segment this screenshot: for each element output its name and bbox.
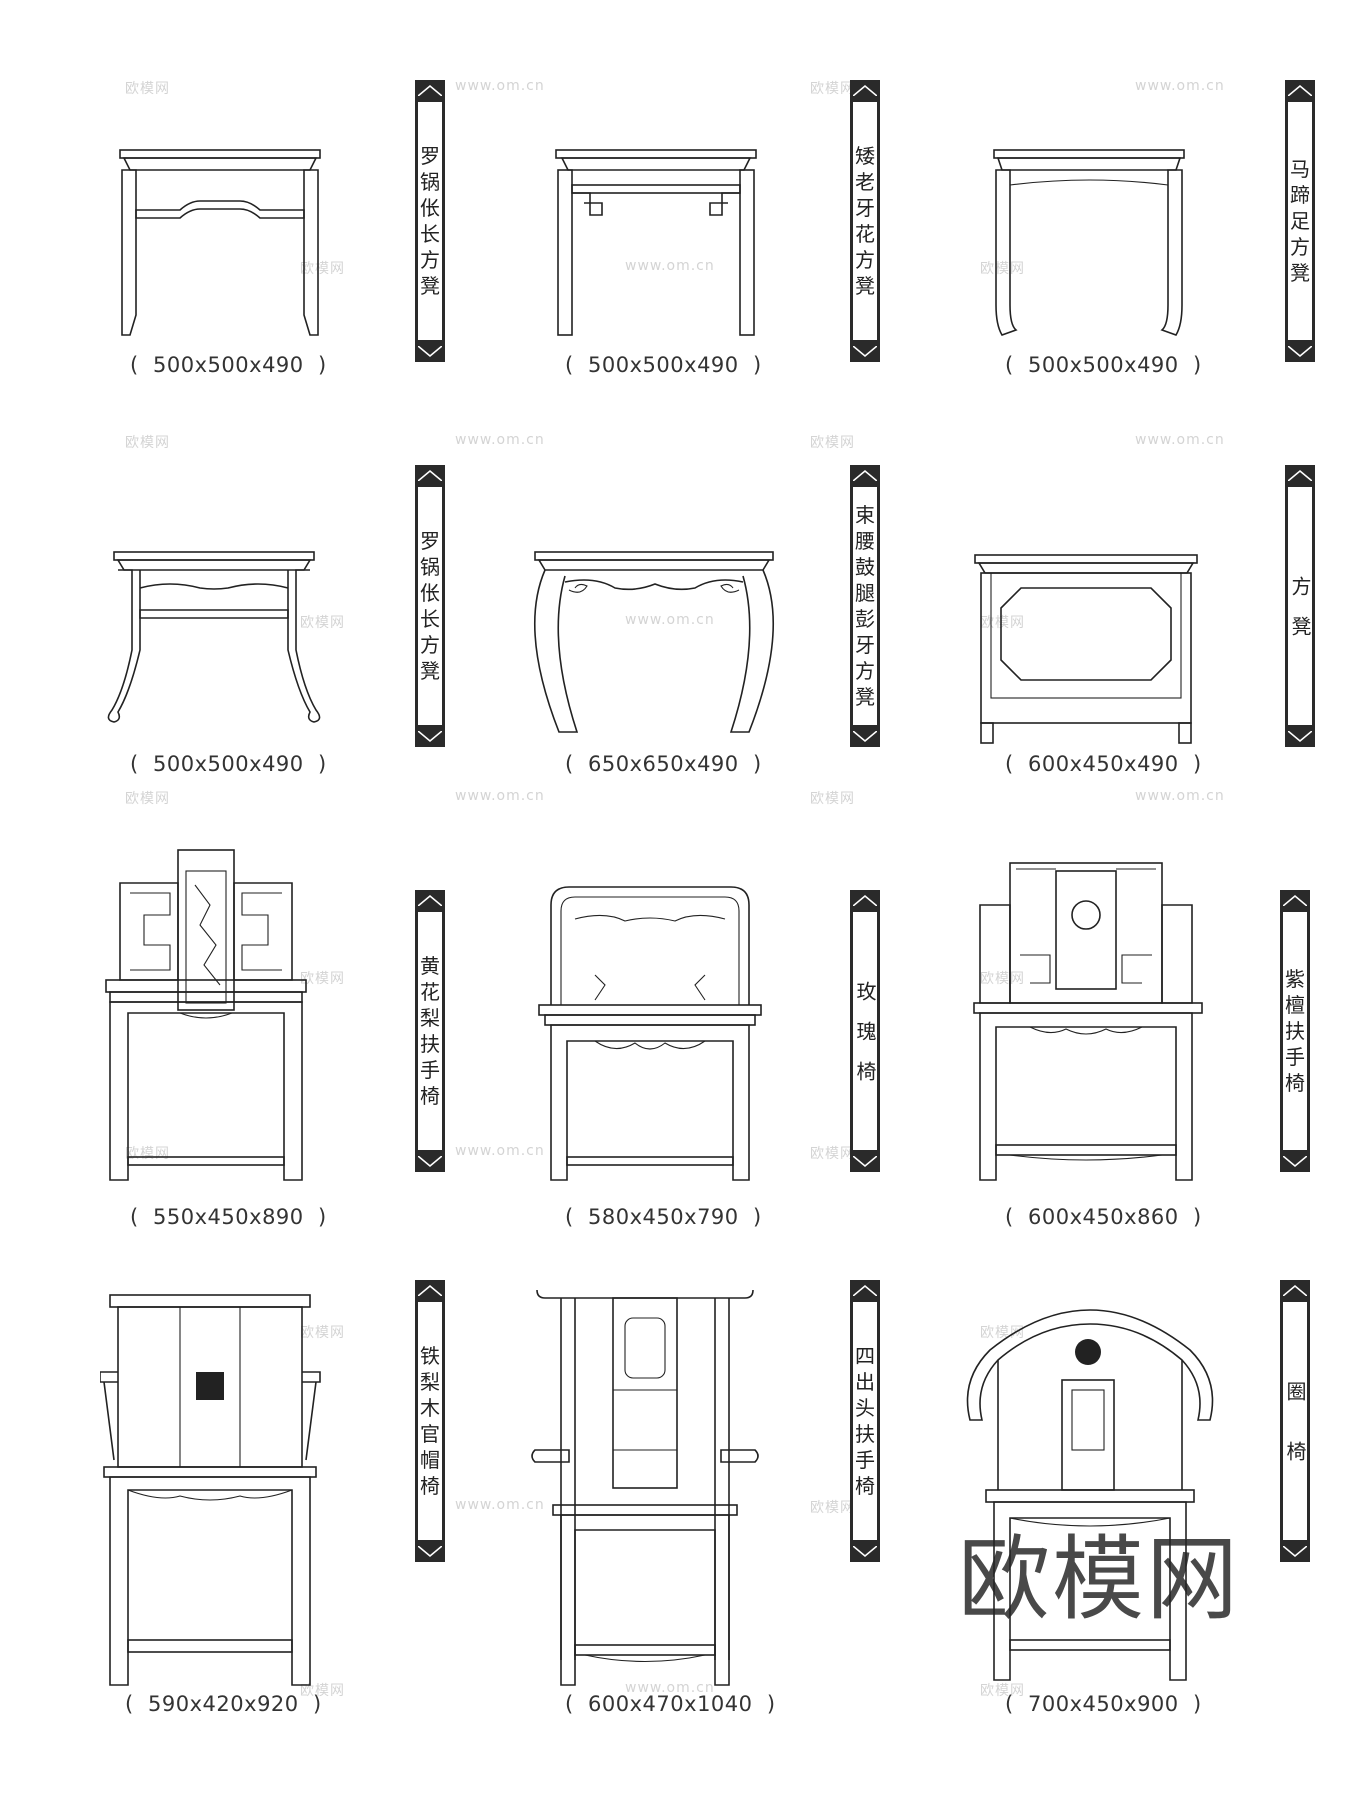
item-name: 束腰鼓腿彭牙方凳 bbox=[855, 503, 875, 709]
item-name: 罗锅伥长方凳 bbox=[420, 529, 440, 683]
watermark-url: www.om.cn bbox=[1135, 432, 1225, 448]
name-plate: 方 凳 bbox=[1285, 465, 1315, 747]
name-plate: 紫檀扶手椅 bbox=[1280, 890, 1310, 1172]
item-dimensions: ( 500x500x490 ) bbox=[565, 353, 762, 377]
furniture-item-7: 黄花梨扶手椅 ( 550x450x890 ) bbox=[100, 845, 520, 1229]
watermark-brand: 欧模网 bbox=[810, 791, 855, 807]
stool-drawing bbox=[993, 149, 1185, 336]
armchair-drawing bbox=[105, 849, 307, 1181]
official-hat-chair-drawing bbox=[100, 1294, 321, 1686]
item-name: 圈 椅 bbox=[1283, 1381, 1307, 1461]
item-dimensions: ( 600x450x860 ) bbox=[1005, 1205, 1202, 1229]
stool-drawing bbox=[107, 551, 321, 723]
watermark-brand: 欧模网 bbox=[810, 1146, 855, 1162]
watermark-url: www.om.cn bbox=[455, 78, 545, 94]
item-dimensions: ( 600x470x1040 ) bbox=[565, 1692, 776, 1716]
item-dimensions: ( 700x450x900 ) bbox=[1005, 1692, 1202, 1716]
item-dimensions: ( 650x650x490 ) bbox=[565, 752, 762, 776]
watermark-brand: 欧模网 bbox=[810, 81, 855, 97]
stool-drawing bbox=[119, 149, 321, 336]
item-dimensions: ( 590x420x920 ) bbox=[125, 1692, 322, 1716]
watermark-brand: 欧模网 bbox=[300, 261, 345, 277]
zitan-armchair-drawing bbox=[973, 862, 1203, 1181]
watermark-url: www.om.cn bbox=[625, 258, 715, 274]
furniture-item-8: 玫 瑰 椅 ( 580x450x790 ) bbox=[535, 845, 955, 1229]
watermark-brand: 欧模网 bbox=[300, 615, 345, 631]
rose-chair-drawing bbox=[538, 886, 762, 1181]
name-plate: 束腰鼓腿彭牙方凳 bbox=[850, 465, 880, 747]
furniture-item-10: 铁梨木官帽椅 ( 590x420x920 ) bbox=[100, 1280, 520, 1716]
watermark-brand: 欧模网 bbox=[980, 261, 1025, 277]
watermark-brand-large: 欧模网 bbox=[958, 1526, 1241, 1633]
item-dimensions: ( 500x500x490 ) bbox=[130, 752, 327, 776]
furniture-item-9: 紫檀扶手椅 ( 600x450x860 ) bbox=[970, 845, 1365, 1229]
item-name: 四出头扶手椅 bbox=[855, 1344, 875, 1498]
watermark-brand: 欧模网 bbox=[125, 81, 170, 97]
watermark-brand: 欧模网 bbox=[980, 1683, 1025, 1699]
name-plate: 矮老牙花方凳 bbox=[850, 80, 880, 362]
item-name: 罗锅伥长方凳 bbox=[420, 144, 440, 298]
item-dimensions: ( 500x500x490 ) bbox=[1005, 353, 1202, 377]
name-plate: 罗锅伥长方凳 bbox=[415, 80, 445, 362]
watermark-brand: 欧模网 bbox=[980, 971, 1025, 987]
watermark-url: www.om.cn bbox=[455, 788, 545, 804]
name-plate: 玫 瑰 椅 bbox=[850, 890, 880, 1172]
watermark-brand: 欧模网 bbox=[300, 971, 345, 987]
watermark-url: www.om.cn bbox=[625, 612, 715, 628]
name-plate: 圈 椅 bbox=[1280, 1280, 1310, 1562]
furniture-item-2: 矮老牙花方凳 ( 500x500x490 ) bbox=[540, 75, 960, 395]
item-name: 矮老牙花方凳 bbox=[855, 144, 875, 298]
item-name: 马蹄足方凳 bbox=[1290, 157, 1310, 285]
furniture-item-1: 罗锅伥长方凳 ( 500x500x490 ) bbox=[100, 75, 520, 395]
name-plate: 罗锅伥长方凳 bbox=[415, 465, 445, 747]
furniture-item-4: 罗锅伥长方凳 ( 500x500x490 ) bbox=[100, 465, 520, 790]
watermark-brand: 欧模网 bbox=[125, 791, 170, 807]
stool-drawing bbox=[555, 149, 757, 336]
four-protruding-chair-drawing bbox=[531, 1290, 759, 1686]
square-stool-drawing bbox=[974, 554, 1198, 744]
watermark-brand: 欧模网 bbox=[810, 1500, 855, 1516]
item-dimensions: ( 500x500x490 ) bbox=[130, 353, 327, 377]
watermark-brand: 欧模网 bbox=[980, 1325, 1025, 1341]
watermark-url: www.om.cn bbox=[455, 1143, 545, 1159]
name-plate: 马蹄足方凳 bbox=[1285, 80, 1315, 362]
item-name: 玫 瑰 椅 bbox=[853, 981, 877, 1081]
round-armchair-drawing bbox=[966, 1309, 1214, 1681]
furniture-item-12: 圈 椅 ( 700x450x900 ) bbox=[950, 1280, 1365, 1716]
name-plate: 铁梨木官帽椅 bbox=[415, 1280, 445, 1562]
furniture-item-6: 方 凳 ( 600x450x490 ) bbox=[965, 465, 1365, 790]
watermark-url: www.om.cn bbox=[455, 432, 545, 448]
item-name: 方 凳 bbox=[1288, 576, 1312, 636]
item-dimensions: ( 550x450x890 ) bbox=[130, 1205, 327, 1229]
watermark-url: www.om.cn bbox=[1135, 78, 1225, 94]
watermark-brand: 欧模网 bbox=[300, 1683, 345, 1699]
item-dimensions: ( 580x450x790 ) bbox=[565, 1205, 762, 1229]
furniture-item-3: 马蹄足方凳 ( 500x500x490 ) bbox=[980, 75, 1365, 395]
furniture-item-11: 四出头扶手椅 ( 600x470x1040 ) bbox=[525, 1280, 945, 1716]
name-plate: 黄花梨扶手椅 bbox=[415, 890, 445, 1172]
watermark-brand: 欧模网 bbox=[810, 435, 855, 451]
item-dimensions: ( 600x450x490 ) bbox=[1005, 752, 1202, 776]
item-name: 铁梨木官帽椅 bbox=[420, 1344, 440, 1498]
watermark-brand: 欧模网 bbox=[300, 1325, 345, 1341]
watermark-url: www.om.cn bbox=[455, 1497, 545, 1513]
watermark-url: www.om.cn bbox=[625, 1680, 715, 1696]
furniture-item-5: 束腰鼓腿彭牙方凳 ( 650x650x490 ) bbox=[525, 465, 945, 790]
watermark-url: www.om.cn bbox=[1135, 788, 1225, 804]
name-plate: 四出头扶手椅 bbox=[850, 1280, 880, 1562]
item-name: 黄花梨扶手椅 bbox=[420, 954, 440, 1108]
item-name: 紫檀扶手椅 bbox=[1285, 967, 1305, 1095]
watermark-brand: 欧模网 bbox=[125, 1146, 170, 1162]
watermark-brand: 欧模网 bbox=[125, 435, 170, 451]
drum-stool-drawing bbox=[534, 551, 774, 733]
